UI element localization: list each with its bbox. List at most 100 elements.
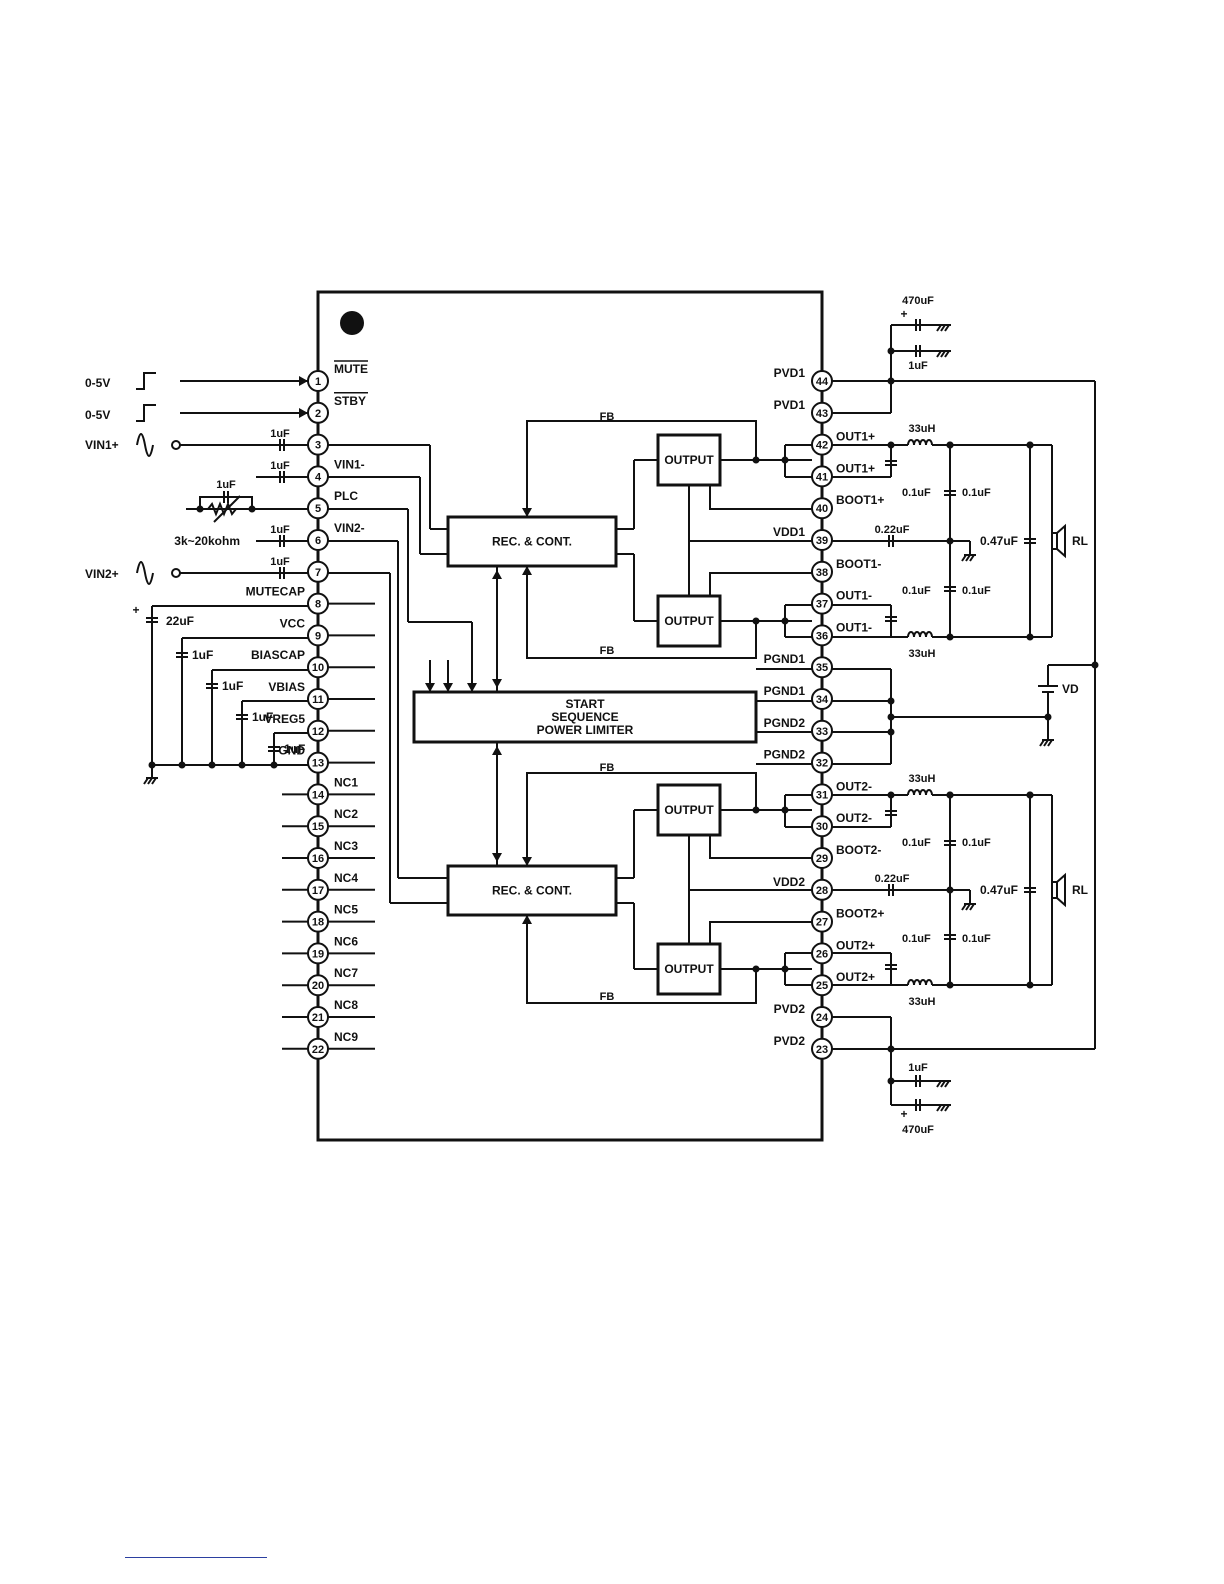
wire [526, 915, 757, 1004]
fb-label: FB [600, 645, 615, 657]
pin-number: 9 [315, 630, 321, 642]
cap-label: 0.1uF [902, 933, 931, 945]
pin-number: 42 [816, 440, 828, 452]
wire [199, 496, 253, 509]
ground-symbol [961, 903, 976, 911]
left-pin: 5 [307, 497, 329, 520]
right-pin-label: PVD1 [774, 366, 806, 380]
pin-number: 7 [315, 567, 321, 579]
left-pin-label: NC3 [334, 839, 358, 853]
ground-symbol [961, 554, 976, 562]
right-pin-label: OUT1+ [836, 461, 875, 475]
ground-symbol [936, 324, 951, 332]
wire [526, 420, 757, 517]
pin-number: 41 [816, 471, 828, 483]
polarity-plus: + [900, 307, 907, 321]
left-pin: 15 [307, 815, 329, 838]
output-block-1b-text: OUTPUT [664, 614, 714, 628]
rec-cont-block-2 [446, 864, 618, 917]
cap-label: 0.1uF [902, 837, 931, 849]
inductor [907, 789, 933, 796]
right-pin-label: PVD2 [774, 1034, 806, 1048]
ground-symbol [936, 1104, 951, 1112]
right-pin: 39 [811, 529, 833, 551]
pin-number: 11 [312, 694, 324, 706]
pin-number: 1 [315, 376, 321, 388]
ground-symbol [936, 1080, 951, 1088]
pin-number: 39 [816, 535, 828, 547]
right-pin: 30 [811, 815, 833, 838]
left-pin-label: VREG5 [264, 712, 305, 726]
right-pin-label: BOOT1- [836, 557, 881, 571]
right-pin-label: OUT2- [836, 811, 872, 825]
sine-source-icon [136, 561, 154, 585]
left-pin: 21 [307, 1006, 329, 1028]
pin-number: 32 [816, 758, 828, 770]
right-pin-label: OUT1- [836, 620, 872, 634]
right-pin-label: PGND1 [764, 684, 806, 698]
start-sequence-block-text: START [565, 697, 605, 711]
right-pin-label: VDD2 [773, 875, 805, 889]
left-pin: 4 [307, 465, 329, 488]
right-pin-label: OUT2+ [836, 938, 875, 952]
right-pin-label: BOOT1+ [836, 493, 884, 507]
right-pin-label: PGND2 [764, 716, 806, 730]
cap-label: 0.47uF [980, 883, 1018, 897]
left-pin-label: NC5 [334, 903, 358, 917]
right-pin: 34 [811, 688, 833, 710]
pin-number: 28 [816, 885, 828, 897]
junction-dot [270, 761, 278, 769]
arrow-head [492, 746, 502, 755]
cap-label: 1uF [270, 428, 290, 440]
right-pin-label: VDD1 [773, 525, 805, 539]
wire [709, 835, 812, 859]
right-pin: 41 [811, 465, 833, 488]
pin-number: 23 [816, 1044, 828, 1056]
right-pin: 26 [811, 942, 833, 965]
left-pin: 18 [307, 910, 329, 933]
pin-number: 5 [315, 503, 321, 515]
left-pin-label: VIN2- [334, 521, 365, 535]
wire [709, 485, 812, 510]
pin-number: 35 [816, 662, 828, 674]
right-pin-label: BOOT2- [836, 843, 881, 857]
right-pin: 40 [811, 497, 833, 520]
step-pulse-icon [136, 404, 156, 422]
arrow-head [299, 376, 308, 386]
pin-number: 17 [312, 885, 324, 897]
load-label: RL [1072, 883, 1088, 897]
right-pin: 25 [811, 974, 833, 997]
pin-number: 10 [312, 662, 324, 674]
junction-dot [887, 347, 895, 355]
inductor-label: 33uH [909, 423, 936, 435]
left-pin: 9 [307, 624, 329, 647]
vin2-source-label: VIN2+ [85, 567, 119, 581]
ground-symbol [936, 350, 951, 358]
right-pin: 44 [811, 370, 833, 392]
pin-number: 20 [312, 980, 324, 992]
output-block-2a-text: OUTPUT [664, 803, 714, 817]
pin-number: 27 [816, 917, 828, 929]
junction-dot [178, 761, 186, 769]
pin1-marker-dot [340, 311, 364, 335]
variable-resistor [207, 501, 237, 517]
cap-label: 470uF [902, 1124, 934, 1136]
right-pin-label: OUT2- [836, 779, 872, 793]
junction-dot [887, 728, 895, 736]
right-pin-label: PVD1 [774, 398, 806, 412]
footnote-separator [125, 1557, 267, 1558]
vin1-source-label: VIN1+ [85, 438, 119, 452]
left-pin: 7 [307, 560, 329, 583]
cap-label: 1uF [908, 360, 928, 372]
right-pin-label: PGND2 [764, 748, 806, 762]
pin-number: 4 [315, 471, 322, 483]
pin-number: 12 [312, 726, 324, 738]
right-pin: 42 [811, 433, 833, 456]
cap-label: 0.22uF [875, 524, 910, 536]
pin-number: 44 [816, 376, 829, 388]
pin-number: 30 [816, 821, 828, 833]
supply-label: VD [1062, 682, 1079, 696]
cap-label: 0.22uF [875, 873, 910, 885]
right-pin-label: PVD2 [774, 1002, 806, 1016]
